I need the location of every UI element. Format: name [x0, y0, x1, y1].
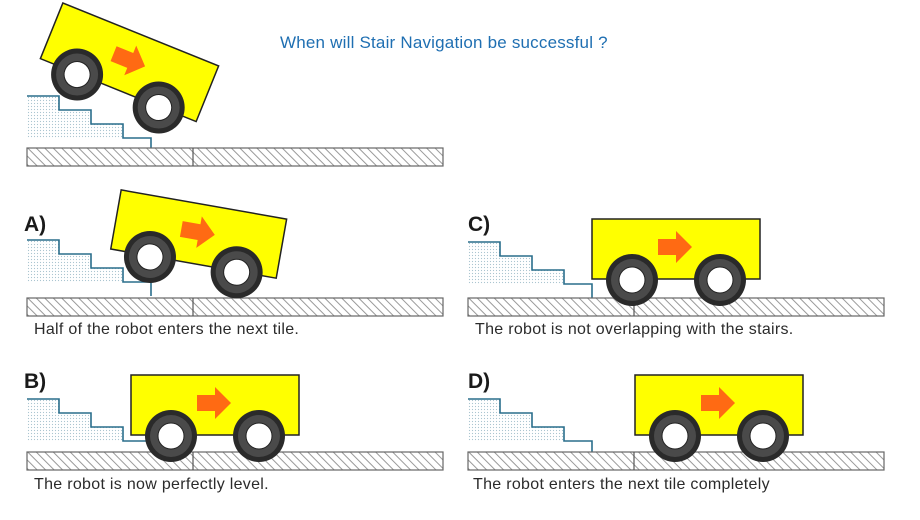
scene-option-c — [467, 218, 885, 317]
floor-b — [26, 451, 444, 471]
floor-c — [467, 297, 885, 317]
scene-option-a — [26, 189, 444, 317]
option-c-caption: The robot is not overlapping with the st… — [475, 321, 794, 338]
robot-c — [591, 218, 761, 307]
option-d-label: D) — [468, 370, 491, 393]
option-b-label: B) — [24, 370, 47, 393]
floor-question — [26, 147, 444, 167]
robot-b — [130, 374, 300, 463]
floor-a — [26, 297, 444, 317]
question-title: When will Stair Navigation be successful… — [280, 33, 608, 52]
scene-option-d — [467, 374, 885, 471]
robot-a — [105, 189, 288, 306]
scene-option-b — [26, 374, 444, 471]
option-a-caption: Half of the robot enters the next tile. — [34, 321, 300, 338]
stairs-d — [467, 398, 593, 456]
robot-d — [634, 374, 804, 463]
option-a-label: A) — [24, 213, 47, 236]
scene-question — [26, 2, 444, 167]
stairs-question — [26, 95, 152, 153]
option-d-caption: The robot enters the next tile completel… — [473, 476, 770, 493]
option-c-label: C) — [468, 213, 491, 236]
stairs-c — [467, 241, 593, 299]
option-b-caption: The robot is now perfectly level. — [34, 476, 269, 493]
